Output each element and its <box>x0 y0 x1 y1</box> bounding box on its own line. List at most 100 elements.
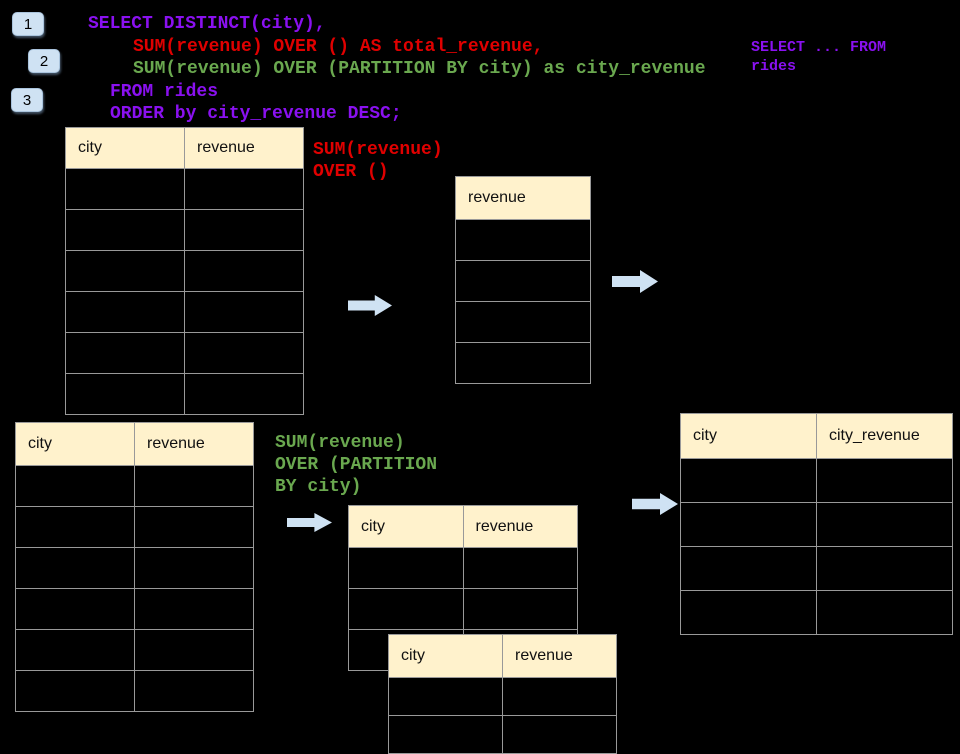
sql-line-from: FROM rides <box>110 82 219 102</box>
table-cell <box>681 591 816 634</box>
column-header-city: city <box>401 647 425 664</box>
table-row <box>66 291 303 332</box>
table-cell <box>184 333 303 373</box>
table-cell <box>502 716 616 753</box>
arrow-right-icon <box>348 295 392 316</box>
table-cell <box>184 292 303 332</box>
table-cell <box>66 333 184 373</box>
table-cell <box>134 589 253 629</box>
table-header-row: revenue <box>456 177 590 219</box>
table-cell <box>16 671 134 711</box>
arrow-right-icon <box>287 513 332 532</box>
table-cell <box>681 503 816 546</box>
table-cell <box>134 548 253 588</box>
table-row <box>16 547 253 588</box>
table-cell <box>66 210 184 250</box>
table-rides-source-bottom: city revenue <box>15 422 254 712</box>
table-cell <box>349 589 463 629</box>
table-cell <box>816 547 952 590</box>
column-header-city: city <box>693 427 717 444</box>
column-header-revenue: revenue <box>502 635 616 677</box>
table-rides-source-top: city revenue <box>65 127 304 415</box>
table-row <box>66 332 303 373</box>
label-sum-over-line-1: SUM(revenue) <box>313 140 443 160</box>
table-cell <box>16 507 134 547</box>
table-cell <box>462 589 578 629</box>
table-cell <box>681 547 816 590</box>
table-cell <box>16 466 134 506</box>
column-header-city: city <box>361 517 385 535</box>
table-row <box>66 250 303 291</box>
label-partition-line-2: OVER (PARTITION <box>275 455 438 475</box>
column-header-city: city <box>28 435 52 452</box>
column-header-revenue: revenue <box>462 506 578 547</box>
column-header-revenue: revenue <box>134 423 253 465</box>
side-note-line-2: rides <box>751 58 797 75</box>
table-cell <box>681 459 816 502</box>
table-row <box>681 546 952 590</box>
table-header-row: city revenue <box>389 635 616 677</box>
table-row <box>389 677 616 715</box>
table-row <box>456 342 590 383</box>
step-badge-3: 3 <box>11 88 43 112</box>
table-row <box>349 588 577 629</box>
column-header-city-revenue: city_revenue <box>816 414 952 458</box>
label-sum-over-line-2: OVER () <box>313 162 389 182</box>
table-cell <box>16 548 134 588</box>
table-cell <box>134 466 253 506</box>
table-row <box>349 547 577 588</box>
table-row <box>66 373 303 414</box>
label-partition-line-3: BY city) <box>275 477 362 497</box>
sql-line-select: SELECT DISTINCT(city), <box>88 14 326 34</box>
table-header-row: city revenue <box>349 506 577 547</box>
table-row <box>16 506 253 547</box>
step-badge-2: 2 <box>28 49 60 73</box>
table-cell <box>456 261 590 301</box>
table-row <box>681 502 952 546</box>
table-partition-front: city revenue <box>348 505 578 671</box>
table-cell <box>389 716 502 753</box>
arrow-right-icon <box>632 493 678 515</box>
table-row <box>456 219 590 260</box>
table-cell <box>66 251 184 291</box>
column-header-city: city <box>78 139 102 156</box>
column-header-revenue: revenue <box>468 189 526 206</box>
table-cell <box>16 630 134 670</box>
table-cell <box>184 210 303 250</box>
table-cell <box>349 548 463 588</box>
table-cell <box>184 251 303 291</box>
sql-line-order-by: ORDER by city_revenue DESC; <box>110 104 402 124</box>
step-badge-1: 1 <box>12 12 44 36</box>
table-header-row: city revenue <box>66 128 303 168</box>
table-row <box>16 670 253 711</box>
table-cell <box>134 507 253 547</box>
table-partition-back: city revenue <box>388 634 617 754</box>
table-row <box>16 465 253 506</box>
table-cell <box>462 548 578 588</box>
table-cell <box>816 591 952 634</box>
side-note-line-1: SELECT ... FROM <box>751 39 887 56</box>
table-row <box>66 168 303 209</box>
table-cell <box>389 678 502 715</box>
table-cell <box>456 302 590 342</box>
table-cell <box>66 292 184 332</box>
table-revenue-column: revenue <box>455 176 591 384</box>
sql-line-sum-total: SUM(revenue) OVER () AS total_revenue, <box>133 37 544 57</box>
table-header-row: city revenue <box>16 423 253 465</box>
arrow-right-icon <box>612 270 658 293</box>
table-row <box>389 715 616 753</box>
table-cell <box>184 374 303 414</box>
table-cell <box>16 589 134 629</box>
table-header-row: city city_revenue <box>681 414 952 458</box>
table-cell <box>456 220 590 260</box>
table-city-revenue-result: city city_revenue <box>680 413 953 635</box>
label-partition-line-1: SUM(revenue) <box>275 433 405 453</box>
table-cell <box>134 630 253 670</box>
table-cell <box>456 343 590 383</box>
table-row <box>66 209 303 250</box>
table-cell <box>134 671 253 711</box>
column-header-revenue: revenue <box>184 128 303 168</box>
sql-line-sum-partition: SUM(revenue) OVER (PARTITION BY city) as… <box>133 59 706 79</box>
table-cell <box>502 678 616 715</box>
table-row <box>681 458 952 502</box>
